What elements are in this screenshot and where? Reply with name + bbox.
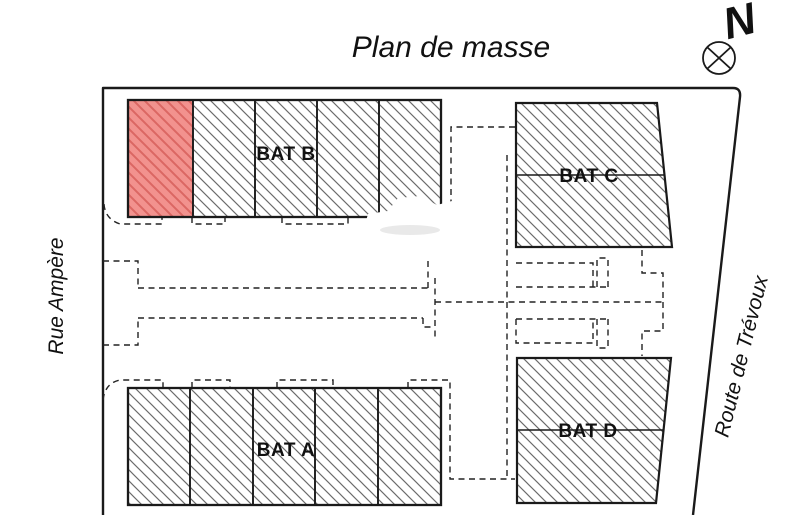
balcony-dash — [281, 217, 349, 225]
bat-c-label: BAT C — [559, 166, 618, 187]
parking-dash — [641, 250, 664, 302]
bat-a-unit-4[interactable] — [314, 387, 379, 506]
bat-b-outline — [126, 98, 443, 219]
bat-a-unit-2[interactable] — [189, 387, 254, 506]
street-label-route-de-trevoux: Route de Trévoux — [711, 272, 774, 439]
compass-circle-icon — [702, 41, 736, 75]
balcony-dash — [191, 217, 226, 225]
bat-b-highlighted-unit[interactable] — [127, 99, 194, 218]
site-boundary — [101, 86, 742, 515]
balcony-dash — [103, 203, 163, 225]
bat-b-unit-4[interactable] — [316, 99, 380, 218]
page-title: Plan de masse — [352, 31, 550, 64]
balcony-dash — [102, 379, 164, 401]
driveway-dash — [422, 318, 435, 328]
parking-dash — [515, 319, 594, 344]
balcony-dash — [276, 379, 334, 388]
parking-dash — [641, 302, 664, 356]
bat-d-label: BAT D — [558, 421, 617, 442]
balcony-dash — [191, 379, 231, 388]
driveway-dash — [103, 318, 139, 346]
street-label-rue-ampere: Rue Ampère — [45, 237, 68, 354]
north-letter: N — [718, 0, 762, 49]
building-bat-a — [126, 386, 443, 507]
bat-b-unit-2[interactable] — [192, 99, 256, 218]
compass-cross-icon — [706, 46, 732, 70]
bat-a-outline — [126, 386, 443, 507]
bat-a-unit-5[interactable] — [377, 387, 442, 506]
faint-smudge — [380, 225, 440, 235]
annex-dash — [407, 379, 515, 480]
bat-b-label: BAT B — [256, 144, 315, 165]
building-bat-b — [126, 98, 443, 219]
bat-a-label: BAT A — [257, 440, 315, 461]
north-compass: N — [702, 0, 762, 75]
parking-dash — [516, 262, 594, 287]
bat-a-unit-1[interactable] — [127, 387, 191, 506]
parking-dash — [596, 319, 609, 349]
erased-patch — [364, 196, 479, 246]
parking-dash — [596, 257, 609, 287]
building-bat-d — [515, 356, 673, 505]
annex-dash — [450, 126, 515, 213]
building-bat-c — [514, 101, 674, 249]
dashed-outlines-group — [102, 126, 664, 480]
driveway-dash — [103, 260, 139, 288]
